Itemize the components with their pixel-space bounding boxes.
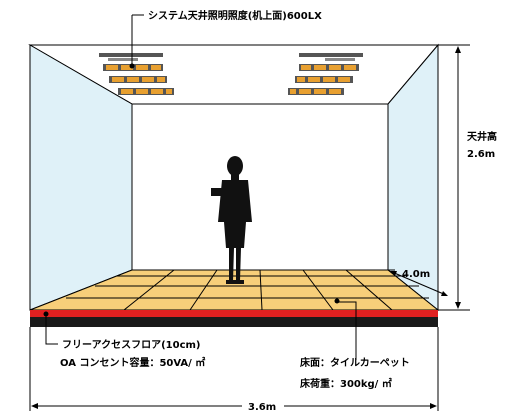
ceiling-lighting-label: システム天井照明照度(机上面)600LX bbox=[148, 9, 322, 22]
lighting-leader-dot bbox=[129, 63, 135, 69]
back-wall bbox=[131, 103, 389, 271]
free-access-floor-label: フリーアクセスフロア(10cm) bbox=[62, 339, 201, 351]
floor-finish-label: 床面：タイルカーペット bbox=[300, 356, 410, 369]
person-silhouette bbox=[211, 156, 252, 284]
depth-arrow-start bbox=[390, 271, 397, 276]
ceiling-height-title: 天井高 bbox=[467, 130, 497, 143]
depth-label: 4.0m bbox=[402, 269, 430, 280]
floor-load-label: 床荷重：300kg/ ㎡ bbox=[300, 377, 392, 390]
lighting-leader-line bbox=[131, 14, 144, 64]
width-label: 3.6m bbox=[248, 402, 276, 411]
floor-finish-leader-dot bbox=[334, 298, 340, 304]
oa-outlet-label: OA コンセント容量：50VA/ ㎡ bbox=[60, 356, 205, 369]
width-dimension bbox=[29, 327, 439, 411]
free-access-floor-red-band bbox=[30, 310, 438, 317]
ceiling-height-dimension bbox=[438, 44, 470, 311]
free-access-leader-dot bbox=[43, 311, 49, 317]
floor-tile-grid bbox=[66, 269, 429, 311]
depth-dimension bbox=[388, 269, 447, 296]
depth-arrow-end bbox=[441, 291, 448, 296]
free-access-leader-line bbox=[45, 316, 58, 345]
ceiling-height-value: 2.6m bbox=[467, 149, 495, 160]
ceiling-light-fixtures bbox=[99, 53, 363, 95]
floor-finish-leader-line bbox=[339, 301, 357, 360]
free-access-floor-black-band bbox=[30, 317, 438, 327]
